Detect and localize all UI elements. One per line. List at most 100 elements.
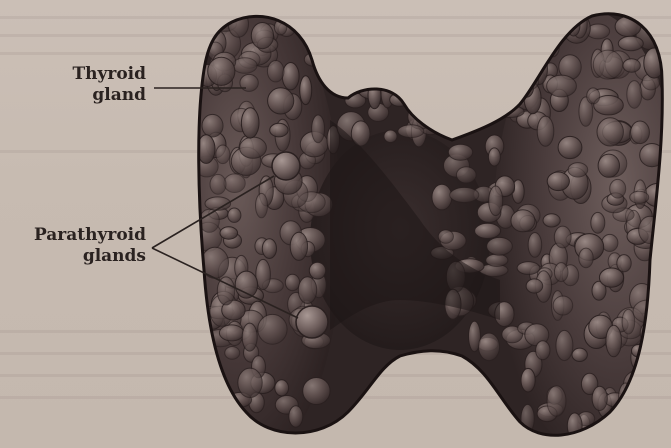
gland-lobule: [486, 254, 508, 266]
gland-lobule: [219, 325, 243, 341]
gland-lobule: [509, 59, 533, 88]
gland-lobule: [496, 23, 526, 45]
parathyroid-gland-dot: [296, 306, 328, 338]
gland-lobule: [597, 118, 623, 146]
gland-lobule: [238, 368, 262, 397]
gland-lobule: [456, 120, 473, 132]
gland-lobule: [450, 187, 479, 202]
gland-lobule: [617, 255, 631, 272]
gland-lobule: [489, 186, 503, 216]
gland-lobule: [285, 274, 299, 290]
gland-lobule: [303, 378, 330, 405]
gland-lobule: [208, 57, 235, 85]
gland-lobule: [599, 268, 623, 287]
gland-lobule: [241, 108, 259, 138]
gland-lobule: [627, 81, 642, 109]
gland-lobule: [251, 22, 273, 48]
gland-lobule: [556, 330, 573, 360]
gland-lobule: [537, 116, 554, 146]
gland-lobule: [225, 347, 240, 360]
gland-lobule: [547, 386, 566, 417]
gland-lobule: [587, 88, 600, 104]
gland-lobule: [240, 74, 258, 91]
gland-lobule: [568, 163, 588, 177]
gland-lobule: [228, 208, 241, 222]
parathyroid-label-line-2: glands: [6, 246, 146, 267]
gland-lobule: [270, 123, 288, 137]
gland-lobule: [644, 313, 671, 339]
gland-lobule: [240, 137, 267, 158]
gland-lobule: [519, 34, 547, 49]
gland-lobule: [311, 14, 325, 39]
gland-lobule: [242, 323, 257, 351]
gland-lobule: [224, 174, 245, 193]
gland-lobule: [547, 172, 569, 191]
gland-lobule: [602, 234, 618, 251]
parathyroid-gland-dot: [272, 152, 300, 180]
gland-lobule: [290, 232, 307, 260]
gland-lobule: [618, 36, 643, 50]
gland-lobule: [312, 115, 325, 143]
gland-lobule: [459, 96, 480, 120]
gland-lobule: [514, 13, 529, 40]
gland-lobule: [511, 20, 537, 32]
gland-lobule: [572, 348, 587, 361]
gland-lobule: [521, 368, 535, 392]
gland-lobule: [448, 144, 472, 160]
gland-lobule: [543, 214, 560, 227]
gland-lobule: [267, 60, 284, 81]
gland-lobule: [553, 296, 573, 315]
gland-lobule: [438, 230, 453, 244]
gland-lobule: [526, 279, 543, 293]
gland-lobule: [456, 167, 476, 183]
gland-lobule: [210, 174, 226, 194]
parathyroid-label-line-1: Parathyroid: [6, 225, 146, 246]
gland-lobule: [517, 262, 540, 275]
gland-lobule: [579, 248, 593, 268]
gland-lobule: [558, 136, 582, 158]
gland-lobule: [262, 239, 276, 259]
gland-lobule: [615, 16, 641, 36]
gland-lobule: [384, 130, 397, 143]
gland-lobule: [289, 406, 303, 427]
gland-lobule: [216, 145, 230, 164]
gland-lobule: [268, 88, 294, 114]
gland-lobule: [536, 341, 550, 360]
gland-lobule: [300, 76, 312, 105]
thyroid-label-line-2: gland: [36, 85, 146, 106]
gland-lobule: [368, 81, 381, 109]
parathyroid-glands-label: Parathyroid glands: [6, 225, 146, 267]
gland-lobule: [528, 233, 542, 258]
gland-lobule: [233, 58, 257, 74]
gland-lobule: [488, 148, 500, 166]
gland-lobule: [592, 386, 607, 410]
gland-lobule: [478, 333, 499, 361]
gland-lobule: [639, 216, 662, 243]
thyroid-label-line-1: Thyroid: [36, 64, 146, 85]
gland-lobule: [623, 59, 640, 72]
gland-lobule: [298, 277, 316, 304]
thyroid-gland-label: Thyroid gland: [36, 64, 146, 106]
gland-lobule: [593, 50, 622, 79]
gland-lobule: [258, 314, 287, 344]
gland-lobule: [547, 75, 577, 97]
gland-lobule: [631, 121, 650, 144]
thyroid-gland-illustration: [182, 9, 671, 448]
gland-lobule: [487, 237, 513, 255]
gland-lobule: [282, 62, 299, 89]
gland-lobule: [475, 223, 501, 238]
gland-lobule: [398, 125, 424, 138]
gland-lobule: [495, 24, 524, 41]
gland-lobule: [220, 227, 238, 239]
gland-lobule: [504, 28, 532, 59]
gland-lobule: [202, 114, 223, 137]
gland-lobule: [554, 263, 568, 282]
gland-lobule: [591, 212, 605, 233]
gland-lobule: [598, 154, 619, 177]
gland-lobule: [256, 193, 268, 217]
gland-lobule: [458, 84, 473, 112]
gland-lobule: [630, 191, 649, 203]
gland-lobule: [314, 21, 326, 38]
gland-lobule: [614, 406, 637, 428]
